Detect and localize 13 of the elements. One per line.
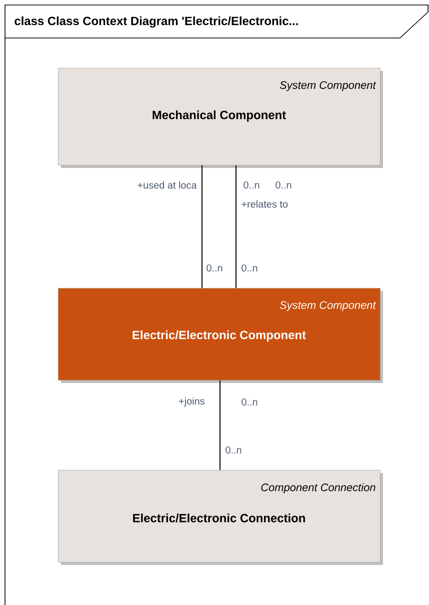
class-box: Component Connection Electric/Electronic Connection: [58, 470, 383, 565]
role-label: 0..n: [274, 180, 293, 190]
class-box: System Component Mechanical Component: [58, 68, 383, 168]
class-box: System Component Electric/Electronic Component: [58, 288, 383, 383]
role-label: +relates to: [240, 199, 289, 209]
role-label: +joins: [178, 396, 206, 408]
role-label: 0..n: [205, 263, 224, 273]
role-label: +used at loca: [136, 180, 198, 190]
role-label: 0..n: [240, 263, 259, 273]
role-label: 0..n: [240, 397, 259, 407]
role-label: 0..n: [224, 445, 243, 455]
diagram-title: class Class Context Diagram 'Electric/Electronic...: [14, 16, 298, 28]
role-label: 0..n: [242, 180, 261, 190]
